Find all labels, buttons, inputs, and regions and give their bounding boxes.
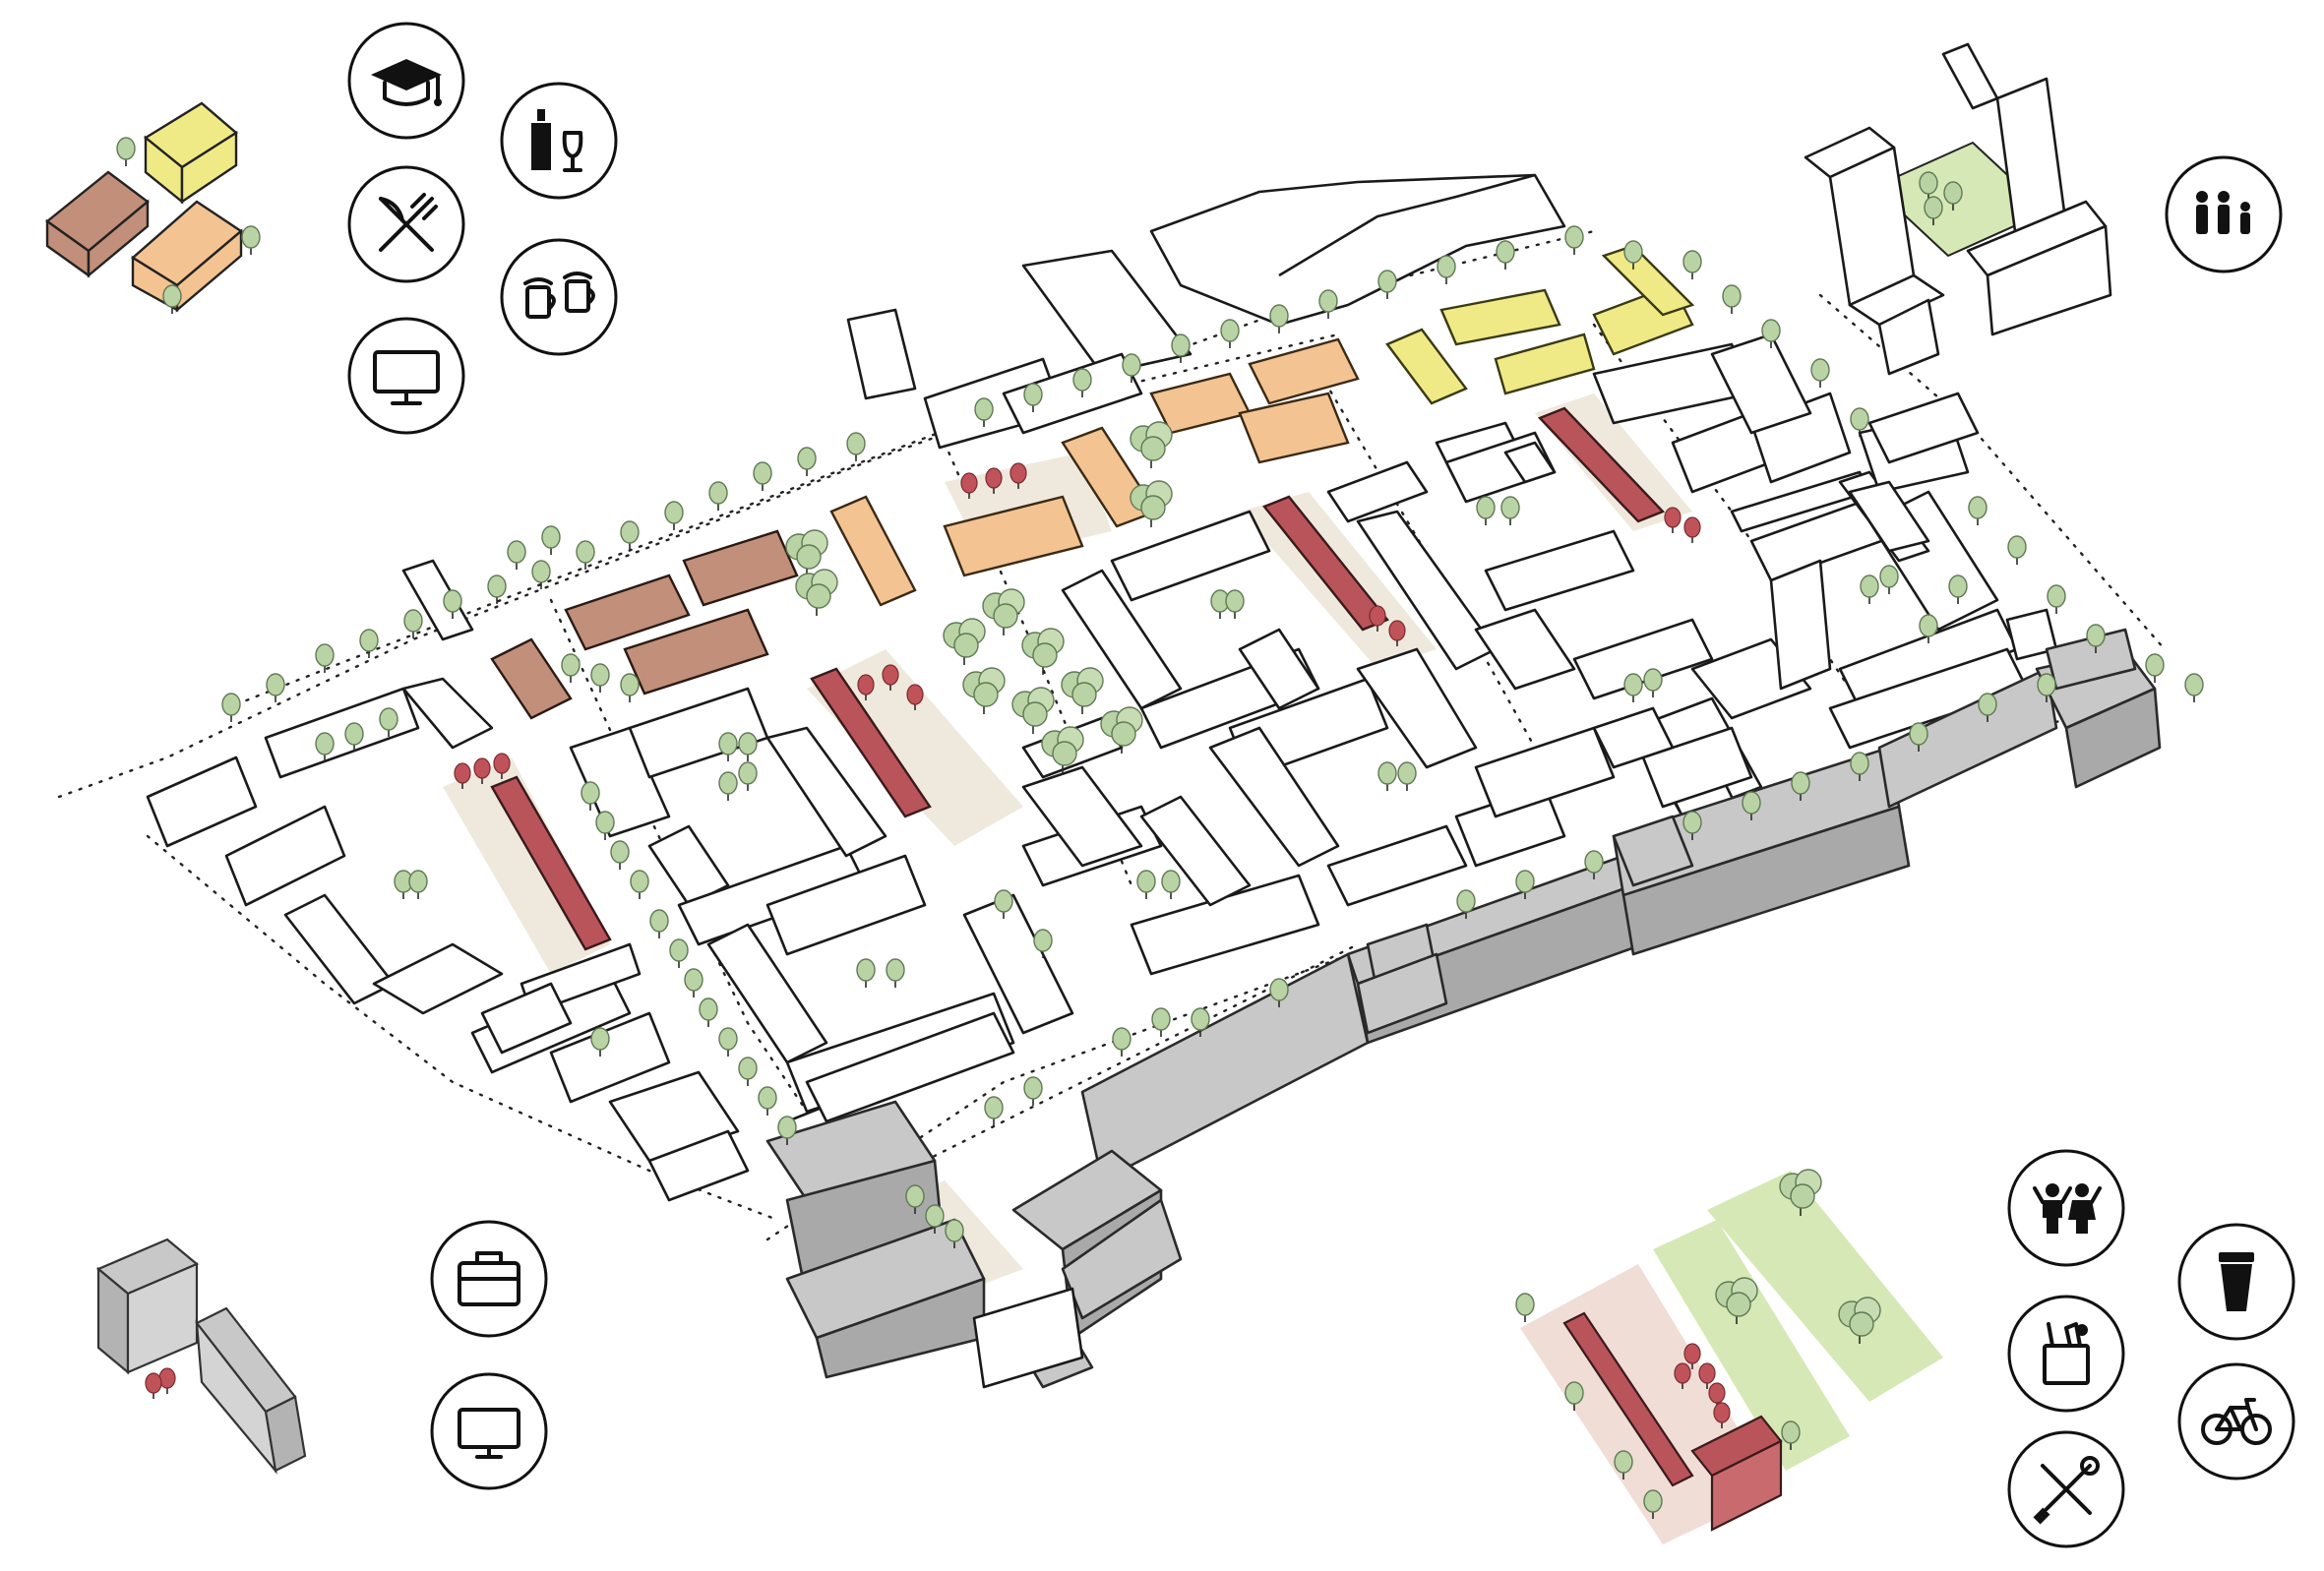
- brown-roof-houses: [490, 529, 799, 720]
- grey-wall-buildings: [765, 628, 2162, 1389]
- icon-group-top-right: [2165, 155, 2283, 273]
- takeaway-cup-icon: [2177, 1223, 2295, 1341]
- courtyard-block-vignette: [1804, 42, 2112, 376]
- monitor-icon: [430, 1372, 548, 1490]
- icon-group-bottom-right: [2007, 1149, 2295, 1548]
- beer-mugs-icon: [500, 238, 618, 356]
- briefcase-icon: [430, 1220, 548, 1338]
- red-row-buildings: [490, 406, 1666, 951]
- yellow-roof-houses: [1385, 244, 1695, 405]
- fork-knife-icon: [347, 165, 465, 283]
- graduation-cap-icon: [347, 22, 465, 140]
- wrench-screwdriver-icon: [2007, 1430, 2125, 1548]
- wine-bottle-glass-icon: [500, 82, 618, 200]
- monitor-icon: [347, 317, 465, 435]
- icon-group-top-left: [347, 22, 618, 435]
- family-icon: [2165, 155, 2283, 273]
- background-buildings: [846, 173, 1566, 450]
- pitched-roof-houses-vignette: [45, 101, 261, 315]
- bicycle-icon: [2177, 1362, 2295, 1480]
- orange-roof-houses: [829, 337, 1360, 607]
- tower-slab-vignette: [95, 1238, 307, 1475]
- site-plan: [57, 173, 2204, 1389]
- icon-group-bottom-left: [430, 1220, 548, 1490]
- park-market-vignette: [1515, 1169, 1943, 1544]
- children-icon: [2007, 1149, 2125, 1267]
- grocery-bag-icon: [2007, 1295, 2125, 1413]
